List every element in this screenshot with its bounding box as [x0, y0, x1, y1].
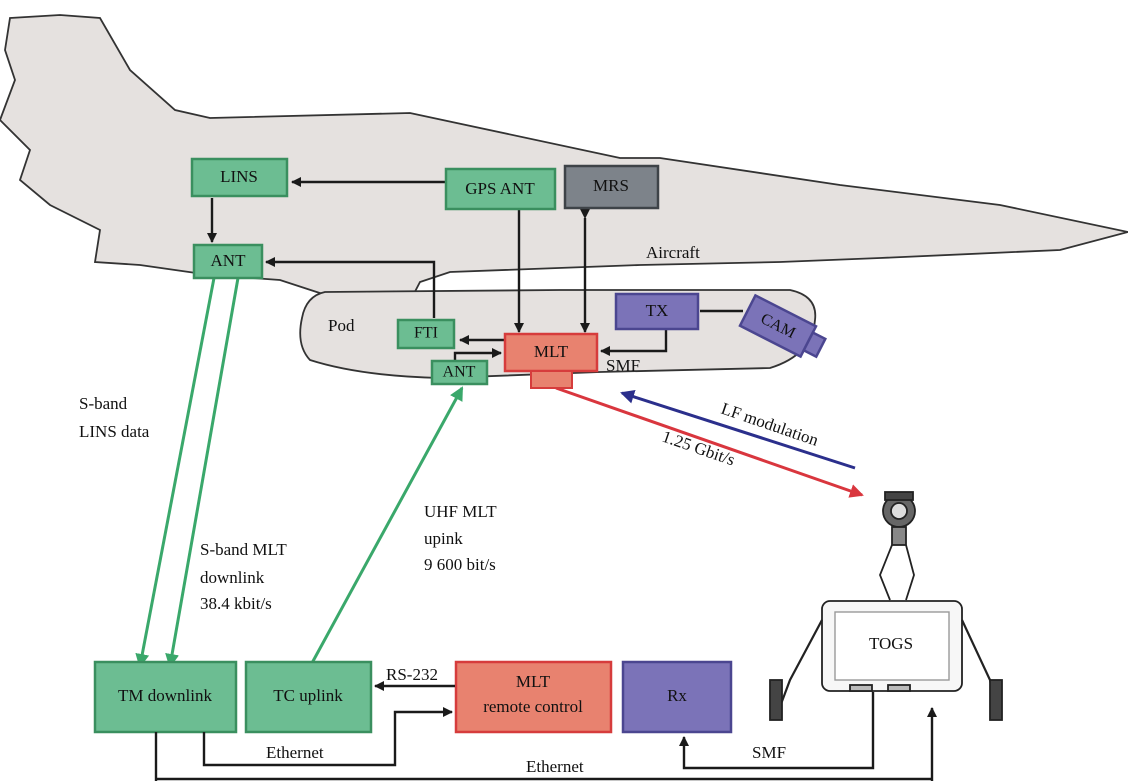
rx-box: [621, 660, 733, 734]
mrs-box: [563, 164, 660, 210]
gps-ant-label: GPS ANT: [465, 179, 535, 198]
optical-ground-station-icon: [769, 491, 1003, 721]
ant-pod-label: ANT: [443, 364, 476, 381]
tc-uplink-label: TC uplink: [273, 686, 343, 705]
mlt-remote-label-1: MLT: [516, 672, 551, 691]
mlt-remote-label-2: remote control: [483, 697, 583, 716]
sband-mlt-label-1: S-band MLT: [200, 540, 287, 559]
tx-label: TX: [646, 301, 669, 320]
mlt-box: [503, 332, 599, 373]
lins-label: LINS: [220, 167, 258, 186]
sband-lins-label-2: LINS data: [79, 422, 150, 441]
tc-uplink-box: [244, 660, 373, 734]
mrs-label: MRS: [593, 176, 629, 195]
lins-box: [190, 157, 289, 198]
sband-lins-label-1: S-band: [79, 394, 128, 413]
ethernet-label-1: Ethernet: [266, 743, 324, 762]
tm-downlink-box: [93, 660, 238, 734]
mlt-remote-control-box: [454, 660, 613, 734]
rx-label: Rx: [667, 686, 687, 705]
mlt-label: MLT: [534, 342, 569, 361]
ant-aircraft-label: ANT: [211, 251, 247, 270]
pod-label: Pod: [328, 316, 355, 335]
fti-label: FTI: [414, 325, 438, 342]
smf-pod-label: SMF: [606, 356, 640, 375]
togs-label: TOGS: [869, 634, 913, 653]
aircraft-label: Aircraft: [646, 243, 700, 262]
sband-mlt-label-3: 38.4 kbit/s: [200, 594, 272, 613]
uhf-label-2: upink: [424, 529, 463, 548]
tm-downlink-label: TM downlink: [118, 686, 212, 705]
uhf-label-1: UHF MLT: [424, 502, 497, 521]
smf-ground-label: SMF: [752, 743, 786, 762]
uhf-label-3: 9 600 bit/s: [424, 555, 496, 574]
ant-pod-box: [430, 359, 489, 386]
rs232-label: RS-232: [386, 665, 438, 684]
gps-ant-box: [444, 167, 557, 211]
sband-mlt-label-2: downlink: [200, 568, 265, 587]
camera-icon: CAM: [738, 293, 827, 359]
tx-box: [614, 292, 700, 331]
mlt-aperture: [530, 370, 573, 389]
ethernet-label-2: Ethernet: [526, 757, 584, 776]
ant-aircraft-box: [192, 243, 264, 280]
gbit-rate-label: 1.25 Gbit/s: [660, 427, 738, 470]
lf-modulation-label: LF modulation: [719, 399, 822, 450]
fti-box: [396, 318, 456, 350]
